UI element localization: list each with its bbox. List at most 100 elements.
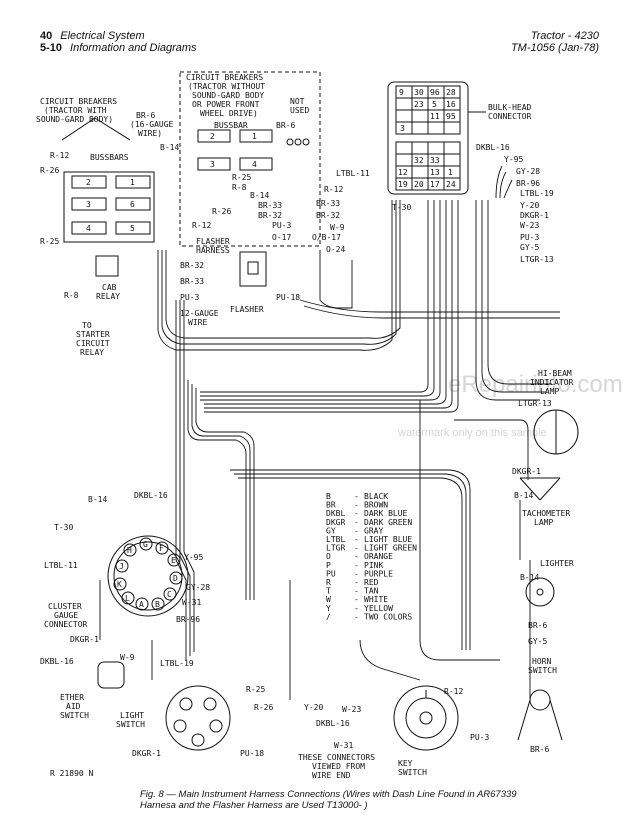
section-title: Electrical System — [60, 30, 145, 42]
svg-text:SOUND-GARD BODY): SOUND-GARD BODY) — [36, 115, 113, 124]
svg-text:DKBL-16: DKBL-16 — [134, 491, 168, 500]
svg-text:R-25: R-25 — [246, 685, 265, 694]
svg-text:BUSSBARS: BUSSBARS — [90, 153, 129, 162]
svg-text:DKBL-16: DKBL-16 — [40, 657, 74, 666]
svg-text:PU-3: PU-3 — [470, 733, 489, 742]
svg-text:3: 3 — [400, 124, 405, 133]
legend-code: Y — [326, 604, 331, 613]
svg-text:B-14: B-14 — [160, 143, 179, 152]
svg-text:BR-6: BR-6 — [530, 745, 549, 754]
legend-dash: - — [354, 595, 359, 604]
svg-text:FLASHER: FLASHER — [230, 305, 264, 314]
legend-color-name: PURPLE — [364, 569, 393, 578]
harness-bundle — [99, 165, 560, 700]
manual-number: TM-1056 (Jan-78) — [510, 42, 599, 54]
legend-color-name: GRAY — [364, 526, 383, 535]
cluster-pins: H G F E J D K C L A B — [113, 537, 183, 611]
circuit-breaker-box-middle — [179, 71, 321, 247]
bulkhead-connector — [387, 81, 469, 195]
legend-code: W — [326, 595, 331, 604]
legend-dash: - — [354, 561, 359, 570]
svg-text:KEY: KEY — [398, 759, 413, 768]
svg-text:VIEWED FROM: VIEWED FROM — [312, 762, 365, 771]
breaker-2-mid — [197, 129, 231, 143]
svg-text:LTBL-11: LTBL-11 — [44, 561, 78, 570]
wire-labels: B-14 R-12 R-26 R-25 R-8 BR-6 R-8 R-25 B-… — [40, 121, 554, 758]
svg-text:13: 13 — [430, 168, 440, 177]
svg-text:20: 20 — [414, 180, 424, 189]
svg-text:K: K — [117, 580, 122, 589]
svg-text:SWITCH: SWITCH — [116, 720, 145, 729]
ether-aid-switch — [97, 661, 125, 689]
bulkhead-grid — [395, 85, 461, 191]
svg-text:R-25: R-25 — [40, 237, 59, 246]
svg-text:12-GAUGE: 12-GAUGE — [180, 309, 219, 318]
svg-text:CIRCUIT BREAKERS: CIRCUIT BREAKERS — [186, 73, 263, 82]
svg-text:30: 30 — [414, 88, 424, 97]
svg-text:O-17: O-17 — [272, 233, 291, 242]
svg-text:4: 4 — [252, 160, 257, 169]
legend-dash: - — [354, 587, 359, 596]
svg-text:PU-3: PU-3 — [520, 233, 539, 242]
svg-text:DKBL-16: DKBL-16 — [316, 719, 350, 728]
svg-text:GY-5: GY-5 — [528, 637, 547, 646]
svg-text:W-9: W-9 — [330, 223, 345, 232]
svg-text:R-8: R-8 — [232, 183, 247, 192]
svg-text:D: D — [173, 574, 178, 583]
legend-dash: - — [354, 604, 359, 613]
legend-dash: - — [354, 552, 359, 561]
svg-text:Y-20: Y-20 — [304, 703, 323, 712]
svg-text:PU-3: PU-3 — [180, 293, 199, 302]
svg-text:W-23: W-23 — [520, 221, 539, 230]
svg-text:R-26: R-26 — [212, 207, 231, 216]
svg-text:BUSSBAR: BUSSBAR — [214, 121, 248, 130]
cluster-gauge-connector — [107, 535, 189, 617]
svg-text:ETHER: ETHER — [60, 693, 84, 702]
legend-dash: - — [354, 492, 359, 501]
legend-dash: - — [354, 578, 359, 587]
svg-text:PU-18: PU-18 — [276, 293, 300, 302]
svg-text:CIRCUIT: CIRCUIT — [76, 339, 110, 348]
svg-text:17: 17 — [430, 180, 440, 189]
svg-text:LTBL-19: LTBL-19 — [520, 189, 554, 198]
svg-text:FLASHER: FLASHER — [196, 237, 230, 246]
svg-text:CONNECTOR: CONNECTOR — [488, 112, 532, 121]
svg-text:AID: AID — [66, 702, 81, 711]
svg-text:GY-5: GY-5 — [520, 243, 539, 252]
svg-text:R-12: R-12 — [50, 151, 69, 160]
svg-text:LAMP: LAMP — [534, 518, 553, 527]
bulkhead-numbers: 9 30 96 28 23 5 16 11 95 3 32 33 12 13 1… — [398, 88, 456, 189]
legend-dash: - — [354, 535, 359, 544]
legend-color-name: PINK — [364, 561, 383, 570]
legend-code: P — [326, 561, 331, 570]
svg-text:TO: TO — [82, 321, 92, 330]
svg-text:LIGHT: LIGHT — [120, 711, 144, 720]
breaker-1-mid — [239, 129, 273, 143]
svg-text:R 21890 N: R 21890 N — [50, 769, 94, 778]
svg-text:BR-32: BR-32 — [180, 261, 204, 270]
page-header-right: Tractor - 4230 TM-1056 (Jan-78) — [511, 30, 599, 54]
svg-text:PU-18: PU-18 — [240, 749, 264, 758]
svg-text:LIGHTER: LIGHTER — [540, 559, 574, 568]
svg-text:1: 1 — [130, 178, 135, 187]
svg-text:R-12: R-12 — [444, 687, 463, 696]
svg-text:DKBL-16: DKBL-16 — [476, 143, 510, 152]
svg-text:GY-28: GY-28 — [516, 167, 540, 176]
svg-text:F: F — [159, 544, 164, 553]
key-switch — [393, 685, 459, 751]
legend-color-name: BLACK — [364, 492, 388, 501]
svg-text:Y-95: Y-95 — [504, 155, 523, 164]
svg-text:T-30: T-30 — [392, 203, 411, 212]
svg-text:R-26: R-26 — [254, 703, 273, 712]
svg-text:BR-32: BR-32 — [258, 211, 282, 220]
legend-dash: - — [354, 518, 359, 527]
svg-text:24: 24 — [446, 180, 456, 189]
svg-text:CLUSTER: CLUSTER — [48, 602, 82, 611]
light-switch — [165, 685, 231, 751]
legend-code: DKBL — [326, 509, 345, 518]
legend-color-name: YELLOW — [364, 604, 393, 613]
svg-text:O/B-17: O/B-17 — [312, 233, 341, 242]
svg-text:(TRACTOR WITH: (TRACTOR WITH — [44, 106, 107, 115]
